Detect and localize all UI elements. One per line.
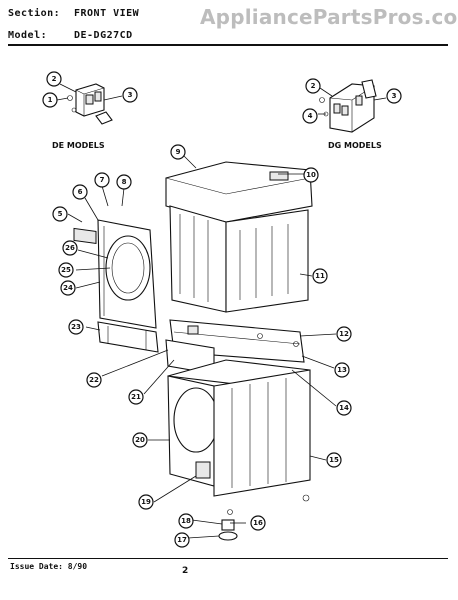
callout-3: 3 <box>122 87 138 103</box>
callout-18: 18 <box>178 513 194 529</box>
model-header: Model: DE-DG27CD <box>8 30 133 41</box>
callout-23: 23 <box>68 319 84 335</box>
model-key: Model: <box>8 30 48 41</box>
svg-text:22: 22 <box>89 376 99 384</box>
callout-11: 11 <box>312 268 328 284</box>
svg-text:21: 21 <box>131 393 141 401</box>
svg-text:3: 3 <box>128 91 133 99</box>
callout-25: 25 <box>58 262 74 278</box>
svg-text:26: 26 <box>65 244 75 252</box>
issue-date: Issue Date: 8/90 <box>10 562 88 571</box>
callout-17: 17 <box>174 532 190 548</box>
svg-text:10: 10 <box>306 171 316 179</box>
svg-text:7: 7 <box>100 176 105 184</box>
upper-kick-panel <box>97 321 159 353</box>
callout-24: 24 <box>60 280 76 296</box>
callout-19: 19 <box>138 494 154 510</box>
callout-21: 21 <box>128 389 144 405</box>
callout-4: 4 <box>302 108 318 124</box>
callout-9: 9 <box>170 144 186 160</box>
svg-text:20: 20 <box>135 436 145 444</box>
callout-12: 12 <box>336 326 352 342</box>
svg-text:3: 3 <box>392 92 397 100</box>
leader-lines <box>56 83 387 539</box>
svg-text:4: 4 <box>308 112 313 120</box>
svg-text:24: 24 <box>63 284 73 292</box>
callout-15: 15 <box>326 452 342 468</box>
svg-text:2: 2 <box>52 75 57 83</box>
svg-text:11: 11 <box>315 272 325 280</box>
svg-text:15: 15 <box>329 456 339 464</box>
section-header: Section: FRONT VIEW <box>8 8 139 19</box>
svg-text:6: 6 <box>78 188 83 196</box>
upper-cabinet <box>165 161 313 313</box>
header-rule <box>8 44 448 46</box>
section-key: Section: <box>8 8 61 19</box>
svg-text:19: 19 <box>141 498 151 506</box>
callout-26: 26 <box>62 240 78 256</box>
callout-6: 6 <box>72 184 88 200</box>
model-value: DE-DG27CD <box>74 30 133 41</box>
svg-text:8: 8 <box>122 178 127 186</box>
upper-front-panel <box>73 219 157 329</box>
section-value: FRONT VIEW <box>74 8 140 19</box>
svg-text:16: 16 <box>253 519 263 527</box>
leveling-feet <box>218 494 310 541</box>
callout-1: 1 <box>42 92 58 108</box>
callout-7: 7 <box>94 172 110 188</box>
callout-10: 10 <box>303 167 319 183</box>
middle-frame <box>165 319 305 375</box>
de-models-label: DE MODELS <box>52 141 105 150</box>
callout-13: 13 <box>334 362 350 378</box>
callout-22: 22 <box>86 372 102 388</box>
svg-text:12: 12 <box>339 330 349 338</box>
svg-text:9: 9 <box>176 148 181 156</box>
callout-5: 5 <box>52 206 68 222</box>
svg-text:23: 23 <box>71 323 81 331</box>
dg-switch-assembly <box>319 79 377 133</box>
svg-text:17: 17 <box>177 536 187 544</box>
watermark: AppliancePartsPros.com <box>200 5 458 29</box>
callout-16: 16 <box>250 515 266 531</box>
callout-20: 20 <box>132 432 148 448</box>
footer-rule <box>8 558 448 559</box>
de-switch-assembly <box>67 83 113 125</box>
svg-text:25: 25 <box>61 266 71 274</box>
callout-2-dg: 2 <box>305 78 321 94</box>
lower-cabinet <box>167 359 311 497</box>
dg-models-label: DG MODELS <box>328 141 382 150</box>
callout-2: 2 <box>46 71 62 87</box>
svg-text:18: 18 <box>181 517 191 525</box>
page-number: 2 <box>182 566 189 576</box>
svg-text:2: 2 <box>311 82 316 90</box>
svg-text:13: 13 <box>337 366 347 374</box>
svg-text:14: 14 <box>339 404 349 412</box>
svg-text:5: 5 <box>58 210 63 218</box>
svg-text:1: 1 <box>48 96 53 104</box>
callout-8: 8 <box>116 174 132 190</box>
callout-3-dg: 3 <box>386 88 402 104</box>
callout-14: 14 <box>336 400 352 416</box>
